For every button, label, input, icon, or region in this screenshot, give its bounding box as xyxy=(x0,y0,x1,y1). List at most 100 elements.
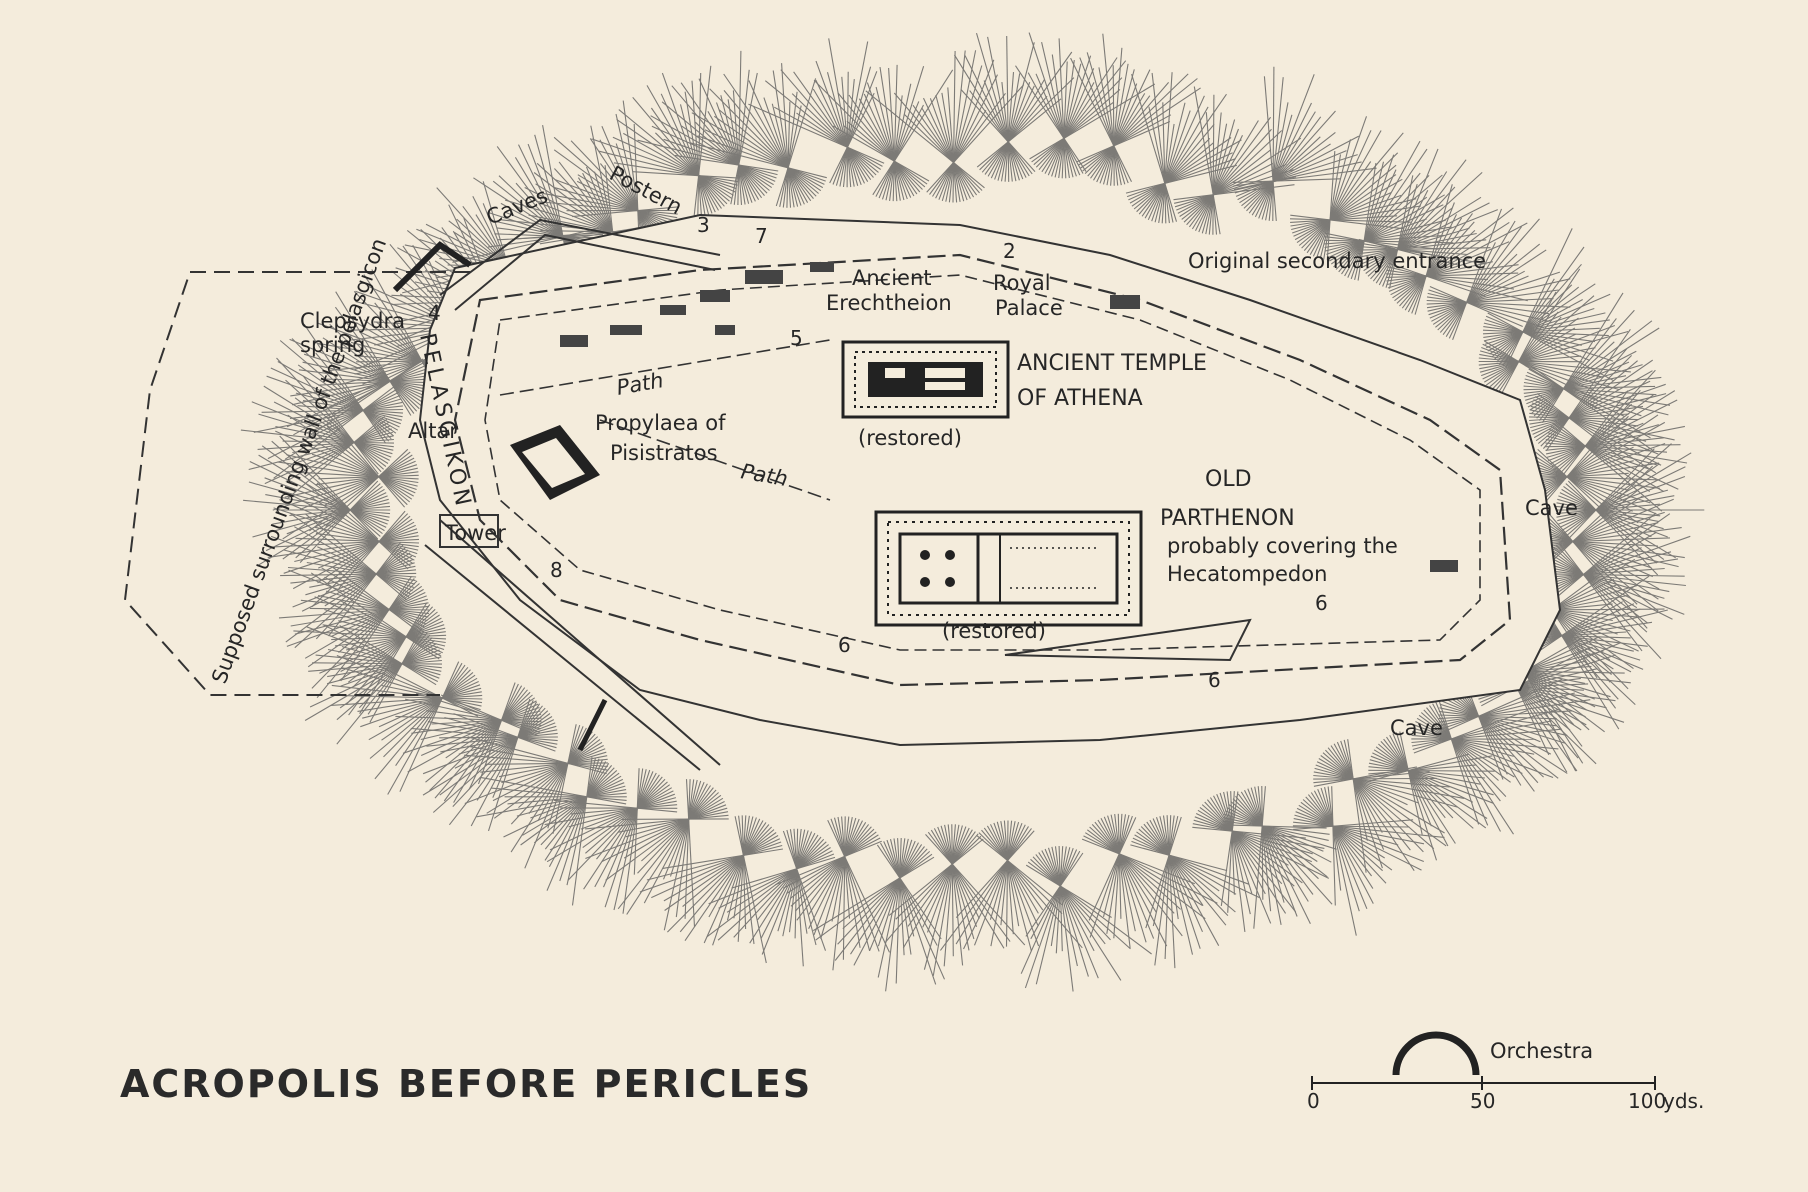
hatch-stroke xyxy=(1292,825,1410,828)
hatch-stroke xyxy=(1411,728,1562,744)
hatch-stroke xyxy=(749,834,819,944)
hatch-stroke xyxy=(1358,238,1461,267)
hatch-stroke xyxy=(336,637,433,721)
hatch-stroke xyxy=(632,171,739,179)
hatch-stroke xyxy=(1534,511,1665,555)
hatch-stroke xyxy=(559,758,600,882)
hatch-stroke xyxy=(1223,791,1251,915)
hatch-stroke xyxy=(291,371,430,406)
hatch-stroke xyxy=(650,115,774,186)
hatch-stroke xyxy=(546,787,672,863)
hatch-stroke xyxy=(1543,569,1686,587)
hatch-stroke xyxy=(1015,65,1087,172)
hatch-stroke xyxy=(518,736,599,809)
hatch-stroke xyxy=(1179,137,1302,217)
hatch-stroke xyxy=(1388,241,1510,292)
hatch-stroke xyxy=(1557,498,1664,530)
hatch-stroke xyxy=(1529,412,1639,427)
hatch-stroke xyxy=(872,69,954,196)
hatch-stroke xyxy=(895,835,982,920)
hatch-stroke xyxy=(520,772,620,846)
hatch-stroke xyxy=(1528,575,1650,659)
clepsydra-fort xyxy=(392,241,472,293)
hatch-stroke xyxy=(1315,764,1419,804)
hatch-stroke xyxy=(280,572,417,577)
label-temple-2: OF ATHENA xyxy=(1017,386,1143,411)
hatch-stroke xyxy=(1555,544,1662,660)
hatch-stroke xyxy=(407,700,537,773)
hatch-stroke xyxy=(1243,136,1321,209)
hatch-stroke xyxy=(1554,419,1663,512)
hatch-stroke xyxy=(1347,169,1397,278)
hatch-stroke xyxy=(277,361,399,431)
hatch-stroke xyxy=(1222,824,1327,829)
hatch-stroke xyxy=(301,555,413,612)
hatch-stroke xyxy=(324,457,415,506)
hatch-stroke xyxy=(997,42,1035,181)
hatch-stroke xyxy=(1296,807,1422,871)
plateau xyxy=(418,213,1562,747)
hatch-stroke xyxy=(349,335,418,412)
hatch-stroke xyxy=(1312,130,1372,257)
hatch-stroke xyxy=(1325,219,1446,252)
hatch-stroke xyxy=(734,816,767,964)
hatch-stroke xyxy=(1542,348,1628,449)
hatch-stroke xyxy=(983,80,1024,180)
hatch-stroke xyxy=(1224,810,1324,852)
hatch-stroke xyxy=(1399,221,1475,307)
hatch-stroke xyxy=(712,817,757,946)
hatch-stroke xyxy=(315,544,404,640)
hatch-stroke xyxy=(1522,609,1668,646)
hatch-stroke xyxy=(651,125,776,182)
hatch-stroke xyxy=(264,425,391,485)
hatch-stroke xyxy=(1546,547,1642,592)
hatch-stroke xyxy=(1335,175,1430,270)
hatch-stroke xyxy=(286,364,427,428)
hatch-stroke xyxy=(691,112,824,189)
hatch-stroke xyxy=(1370,186,1456,280)
hatch-stroke xyxy=(771,103,799,207)
hatch-stroke xyxy=(1257,786,1272,912)
label-spring: spring xyxy=(300,333,365,357)
hatch-stroke xyxy=(866,82,908,200)
hatch-stroke xyxy=(279,340,395,437)
path-line-1 xyxy=(499,339,831,396)
hatch-stroke xyxy=(1558,475,1686,525)
hatch-stroke xyxy=(1088,817,1137,921)
hatch-stroke xyxy=(621,818,729,820)
hatch-stroke xyxy=(1388,175,1414,289)
hatch-stroke xyxy=(339,625,437,686)
hatch-stroke xyxy=(553,149,671,235)
hatch-stroke xyxy=(1107,815,1147,943)
hatch-stroke xyxy=(248,431,393,471)
hatch-stroke xyxy=(267,535,419,558)
hatch-stroke xyxy=(1545,437,1664,451)
hatch-stroke xyxy=(317,546,413,592)
hatch-stroke xyxy=(1322,752,1435,850)
hatch-stroke xyxy=(402,706,540,754)
hatch-stroke xyxy=(976,98,1062,168)
hatch-stroke xyxy=(1439,692,1575,727)
hatch-stroke xyxy=(1226,807,1332,863)
hatch-stroke xyxy=(643,783,708,904)
hatch-stroke xyxy=(730,72,758,205)
scale-unit: yds. xyxy=(1663,1089,1704,1113)
hatch-stroke xyxy=(969,90,1033,175)
hatch-stroke xyxy=(1201,119,1236,234)
hatch-stroke xyxy=(963,824,1026,950)
hatch-stroke xyxy=(340,600,442,657)
path-line-2 xyxy=(599,419,831,501)
hatch-stroke xyxy=(1446,691,1559,779)
hatch-stroke xyxy=(717,841,827,941)
parthenon-terrace-wall xyxy=(1004,618,1252,662)
hatch-stroke xyxy=(253,401,403,433)
hatch-stroke xyxy=(1482,333,1576,380)
hatch-stroke xyxy=(941,92,961,202)
hatch-stroke xyxy=(1145,816,1182,929)
hatch-stroke xyxy=(258,454,385,532)
hatch-stroke xyxy=(257,438,394,450)
hatch-stroke xyxy=(708,820,764,918)
hatch-stroke xyxy=(715,102,753,203)
hatch-stroke xyxy=(865,90,985,189)
hatch-stroke xyxy=(304,588,424,659)
